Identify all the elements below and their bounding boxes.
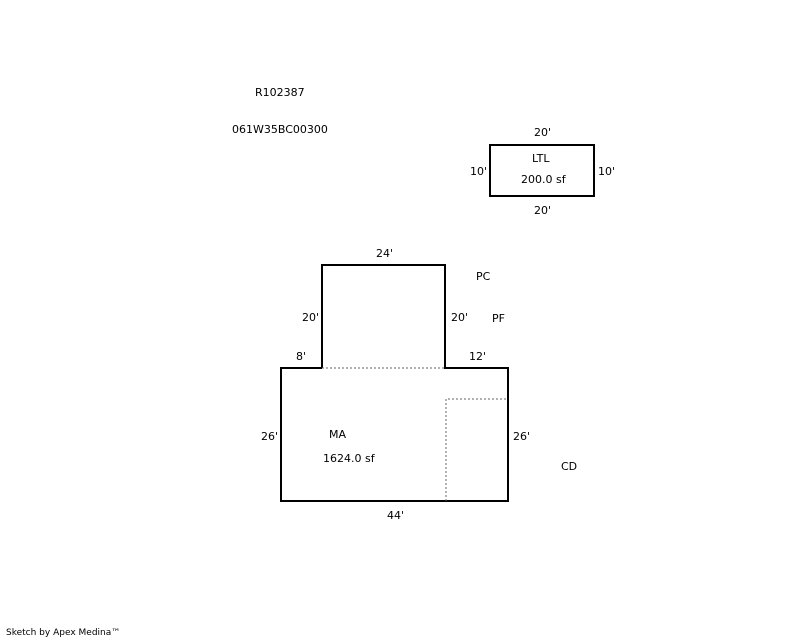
code-pf: PF (492, 312, 505, 325)
main-outline (280, 264, 509, 502)
ltl-code: LTL (532, 152, 550, 165)
ltl-dim-right: 10' (598, 165, 616, 178)
main-dim-right-step: 12' (469, 350, 487, 363)
parcel-number: R102387 (255, 86, 305, 99)
ltl-dim-bottom: 20' (534, 204, 552, 217)
ltl-outline (489, 144, 595, 197)
ltl-area: 200.0 sf (521, 173, 566, 186)
code-cd: CD (561, 460, 578, 473)
sketch-credit: Sketch by Apex Medina™ (6, 628, 121, 638)
main-dim-upper-top: 24' (376, 247, 394, 260)
ltl-dim-left: 10' (470, 165, 488, 178)
main-dim-bottom: 44' (387, 509, 405, 522)
main-code: MA (329, 428, 347, 441)
inner-section-divider (445, 398, 508, 501)
map-tax-lot: 061W35BC00300 (232, 123, 328, 136)
main-dim-right: 26' (513, 430, 531, 443)
ltl-dim-top: 20' (534, 126, 552, 139)
main-dim-upper-right: 20' (451, 311, 469, 324)
code-pc: PC (476, 270, 491, 283)
main-dim-left-step: 8' (296, 350, 307, 363)
main-dim-left: 26' (261, 430, 279, 443)
main-dim-upper-left: 20' (302, 311, 320, 324)
main-area: 1624.0 sf (323, 452, 375, 465)
